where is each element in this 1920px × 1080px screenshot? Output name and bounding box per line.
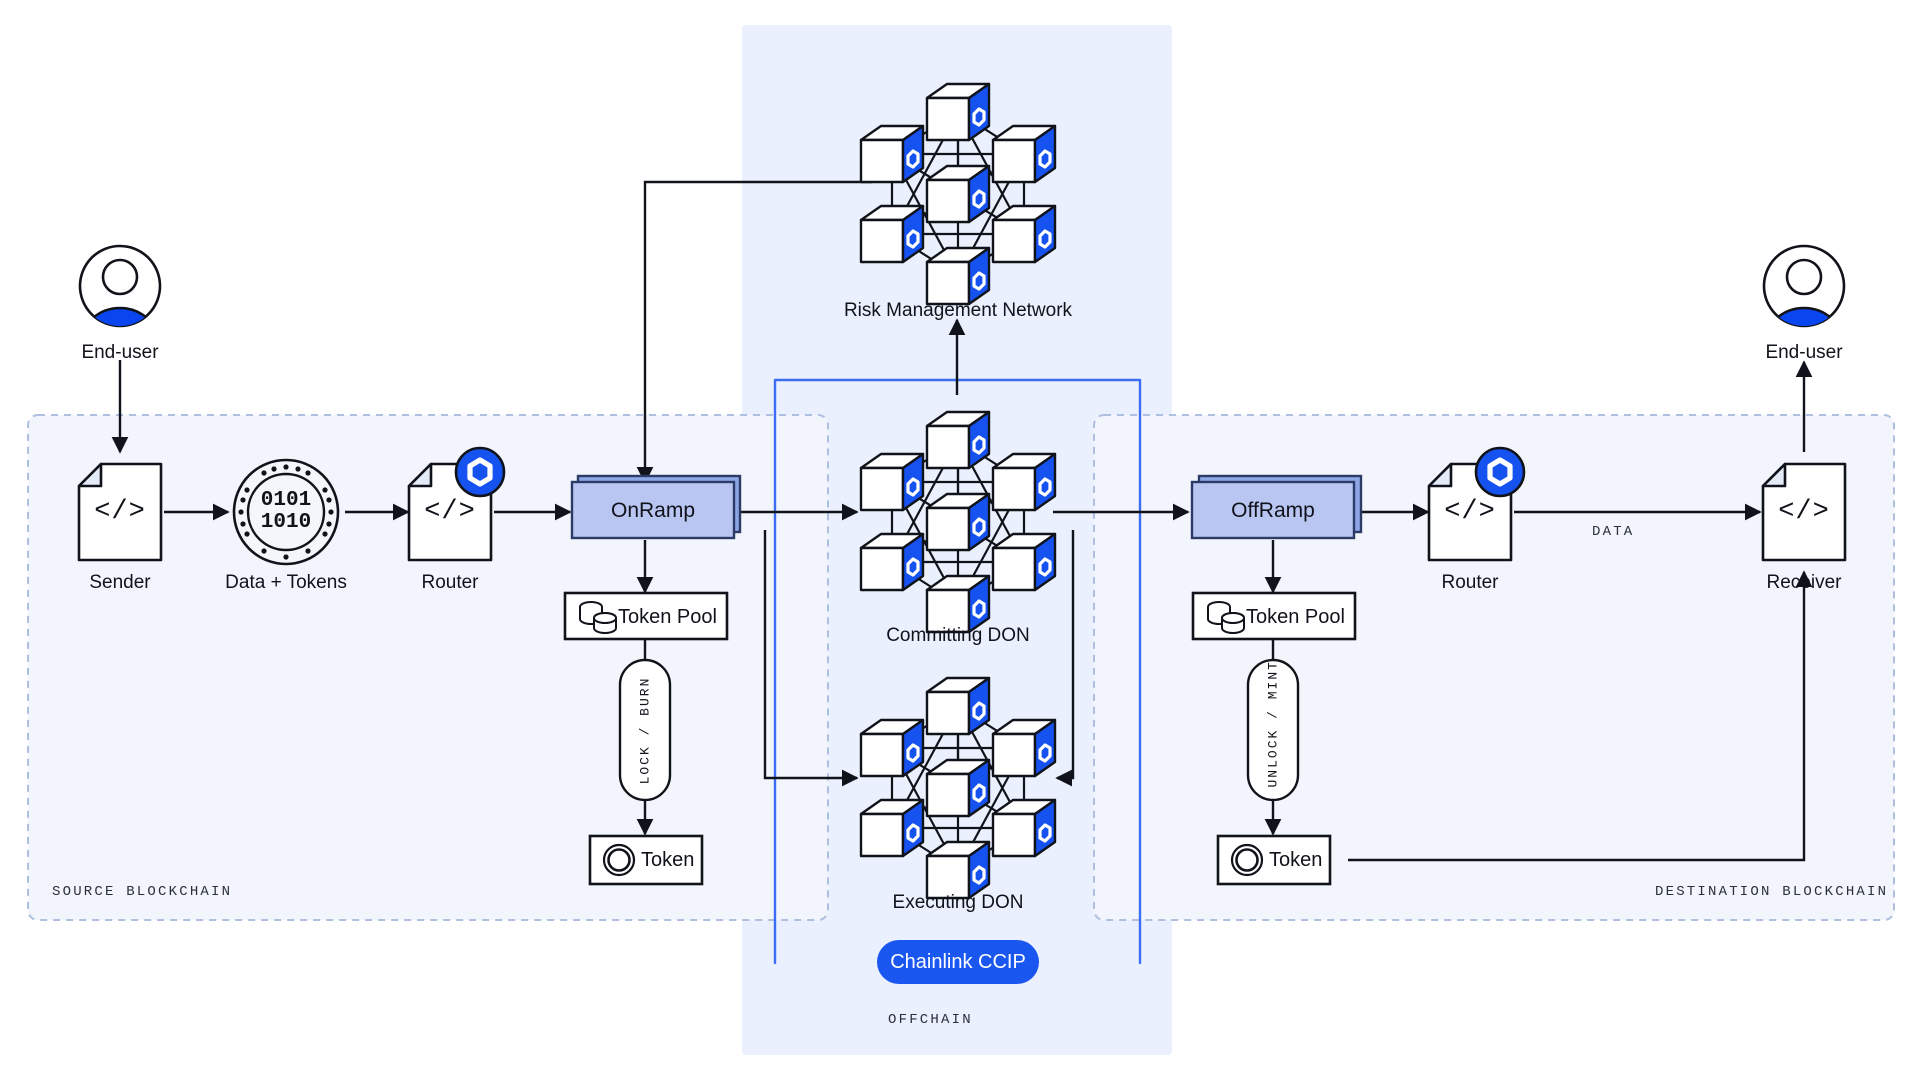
router-dest-code-glyph: </> [1444,497,1496,527]
data-tokens-binary-line2: 1010 [260,511,312,534]
sender-code-glyph: </> [94,497,146,527]
router-source-chainlink-icon [456,448,504,496]
data-tokens-circle-icon [232,458,340,566]
edge-onramp-executing [763,530,859,787]
receiver-label: Receiver [1766,572,1842,593]
executing-don-label: Executing DON [892,892,1024,913]
token-dest-box [1216,834,1332,886]
router-source-label: Router [421,572,479,593]
token-pool-dest-box [1191,591,1357,641]
risk-management-network-label: Risk Management Network [843,300,1073,321]
source-blockchain-label: SOURCE BLOCKCHAIN [52,884,233,900]
receiver-code-glyph: </> [1778,497,1830,527]
router-dest-label: Router [1441,572,1499,593]
token-pool-dest-label[interactable]: Token Pool [1246,606,1345,628]
edge-rmn-onramp [636,180,872,484]
router-source-code-glyph: </> [424,497,476,527]
offramp-box [1190,474,1363,540]
token-pool-source-box [563,591,729,641]
chainlink-ccip-label[interactable]: Chainlink CCIP [890,951,1026,973]
unlock-mint-label: UNLOCK / MINT [1265,660,1281,788]
destination-blockchain-zone [1093,414,1895,921]
edge-token-receiver [1348,570,1813,862]
offchain-label: OFFCHAIN [888,1012,973,1028]
token-source-label[interactable]: Token [641,849,695,871]
unlock-mint-capsule [1246,658,1300,802]
data-tokens-binary-line1: 0101 [260,489,312,512]
edge-offramp-executing [1055,530,1075,787]
sender-label: Sender [89,572,151,593]
end-user-left-label: End-user [81,342,159,363]
lock-burn-label: LOCK / BURN [637,676,653,785]
destination-blockchain-label: DESTINATION BLOCKCHAIN [1655,884,1889,900]
chainlink-ccip-badge [877,940,1039,984]
token-dest-label[interactable]: Token [1269,849,1323,871]
lock-burn-capsule [618,658,672,802]
committing-don-label: Committing DON [886,625,1030,646]
onramp-label[interactable]: OnRamp [610,499,696,522]
data-edge-label: DATA [1592,524,1635,540]
data-tokens-label: Data + Tokens [225,572,347,593]
token-source-box [588,834,704,886]
token-pool-source-label[interactable]: Token Pool [618,606,717,628]
onramp-box [570,474,742,540]
offramp-label[interactable]: OffRamp [1231,499,1315,522]
end-user-right-label: End-user [1765,342,1843,363]
router-dest-chainlink-icon [1476,448,1524,496]
